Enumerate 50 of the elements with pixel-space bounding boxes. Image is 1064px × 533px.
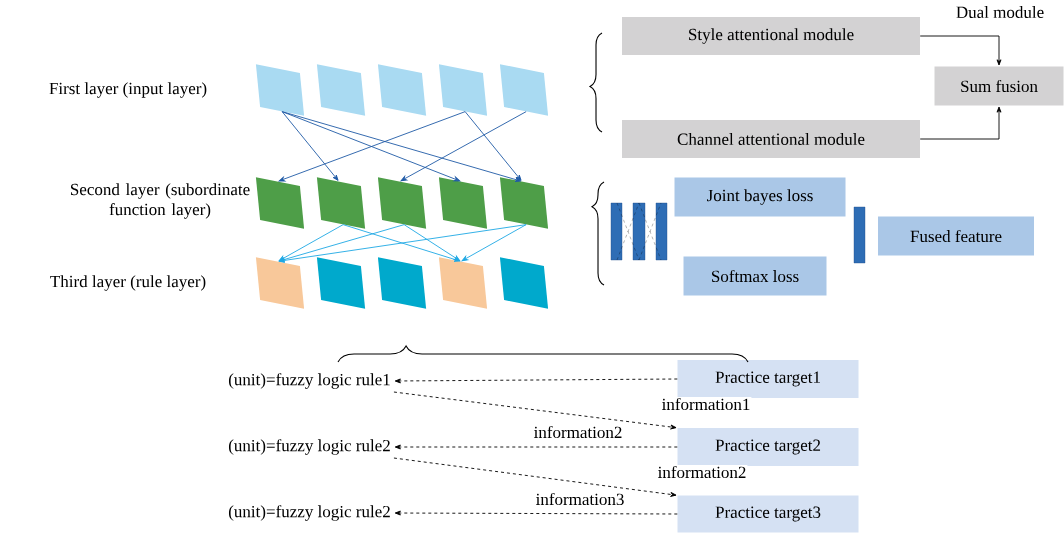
target-box: Practice target1: [677, 360, 859, 398]
parallelogram: [438, 177, 488, 229]
parallelogram: [499, 64, 549, 116]
arrow: [464, 111, 522, 181]
arrow: [281, 111, 339, 181]
arrow: [278, 224, 527, 263]
parallelogram: [377, 257, 427, 309]
parallelogram: [255, 257, 305, 309]
arrow: [342, 224, 461, 262]
fusion-box: Sum fusion: [934, 66, 1064, 106]
edge-label: information3: [534, 491, 626, 507]
edge-label: information2: [532, 424, 624, 440]
target-box: Practice target3: [677, 495, 859, 533]
rule-text: (unit)=fuzzy logic rule2: [228, 505, 390, 521]
target-box: Practice target2: [677, 428, 859, 466]
parallelogram: [499, 257, 549, 309]
layer-label: First layer (input layer): [49, 82, 207, 98]
arrow: [394, 444, 678, 450]
layer-label: Third layer (rule layer): [50, 275, 206, 291]
parallelogram: [438, 64, 488, 116]
arrow: [394, 378, 678, 384]
module-box: Style attentional module: [622, 17, 920, 55]
rule-text: (unit)=fuzzy logic rule2: [228, 439, 390, 455]
feature-box: Fused feature: [878, 216, 1034, 256]
parallelogram: [377, 177, 427, 229]
parallelogram: [316, 177, 366, 229]
parallelogram: [316, 64, 366, 116]
module-label: Dual module: [956, 6, 1044, 18]
rule-text: (unit)=fuzzy logic rule1: [228, 373, 390, 389]
parallelogram: [499, 177, 549, 229]
arrow: [281, 111, 522, 182]
layer-label: Second layer (subordinate function layer): [71, 183, 250, 219]
parallelogram: [377, 64, 427, 116]
loss-box: Softmax loss: [683, 256, 827, 296]
loss-box: Joint bayes loss: [674, 177, 846, 217]
arrow: [919, 35, 1002, 66]
parallelogram: [255, 177, 305, 229]
module-box: Channel attentional module: [622, 120, 920, 158]
arrow: [278, 224, 344, 262]
arrow: [919, 106, 1002, 140]
arrow: [461, 224, 527, 262]
arrow: [393, 391, 677, 430]
arrow: [278, 224, 405, 262]
arrow: [394, 510, 678, 516]
arrow: [400, 111, 527, 182]
arrow: [393, 457, 677, 497]
parallelogram: [316, 257, 366, 309]
parallelogram: [255, 64, 305, 116]
arrow: [403, 224, 461, 262]
parallelogram: [438, 257, 488, 309]
